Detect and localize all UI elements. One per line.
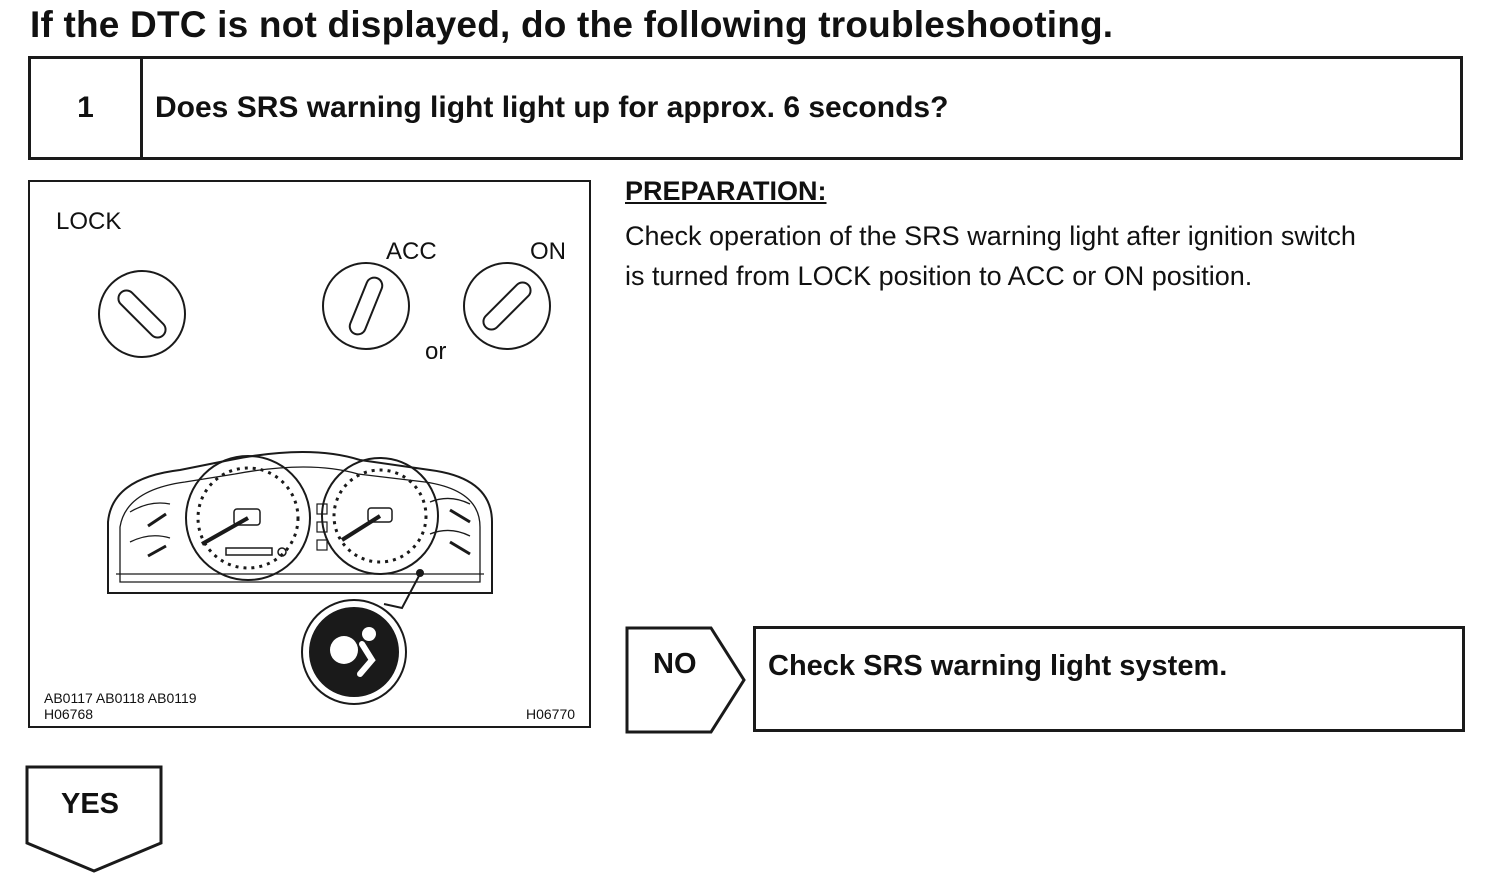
on-label: ON bbox=[530, 238, 566, 265]
key-on-icon bbox=[463, 262, 551, 350]
no-branch-tag: NO bbox=[625, 626, 747, 734]
figure-code-right: H06770 bbox=[526, 706, 576, 722]
yes-branch-tag: YES bbox=[25, 765, 165, 875]
srs-warning-light-icon bbox=[301, 599, 407, 705]
acc-label: ACC bbox=[386, 238, 437, 265]
no-result-box: Check SRS warning light system. bbox=[753, 626, 1465, 732]
key-acc-icon bbox=[322, 262, 410, 350]
or-label: or bbox=[425, 338, 447, 365]
page-heading: If the DTC is not displayed, do the foll… bbox=[30, 4, 1114, 45]
combination-meter-icon bbox=[107, 451, 493, 594]
figure-code-left-2: H06768 bbox=[44, 706, 94, 722]
ignition-figure: LOCK ACC ON or AB0117 AB0118 AB0119 H067… bbox=[28, 180, 591, 728]
ignition-illustration bbox=[98, 262, 551, 705]
yes-label: YES bbox=[61, 788, 120, 820]
key-lock-icon bbox=[98, 270, 186, 358]
yes-arrow-shape bbox=[25, 765, 163, 873]
preparation-text: Check operation of the SRS warning light… bbox=[625, 216, 1485, 296]
no-label: NO bbox=[653, 648, 697, 680]
no-result-text: Check SRS warning light system. bbox=[768, 650, 1228, 682]
figure-code-left-1: AB0117 AB0118 AB0119 bbox=[44, 690, 197, 706]
step-question: Does SRS warning light light up for appr… bbox=[155, 91, 949, 124]
no-arrow-shape bbox=[625, 626, 746, 734]
step-number: 1 bbox=[31, 59, 143, 157]
preparation-title: PREPARATION: bbox=[625, 176, 827, 206]
preparation-line-2: is turned from LOCK position to ACC or O… bbox=[625, 261, 1253, 291]
lock-label: LOCK bbox=[56, 208, 122, 235]
step-box: 1 Does SRS warning light light up for ap… bbox=[28, 56, 1463, 160]
preparation-line-1: Check operation of the SRS warning light… bbox=[625, 221, 1356, 251]
